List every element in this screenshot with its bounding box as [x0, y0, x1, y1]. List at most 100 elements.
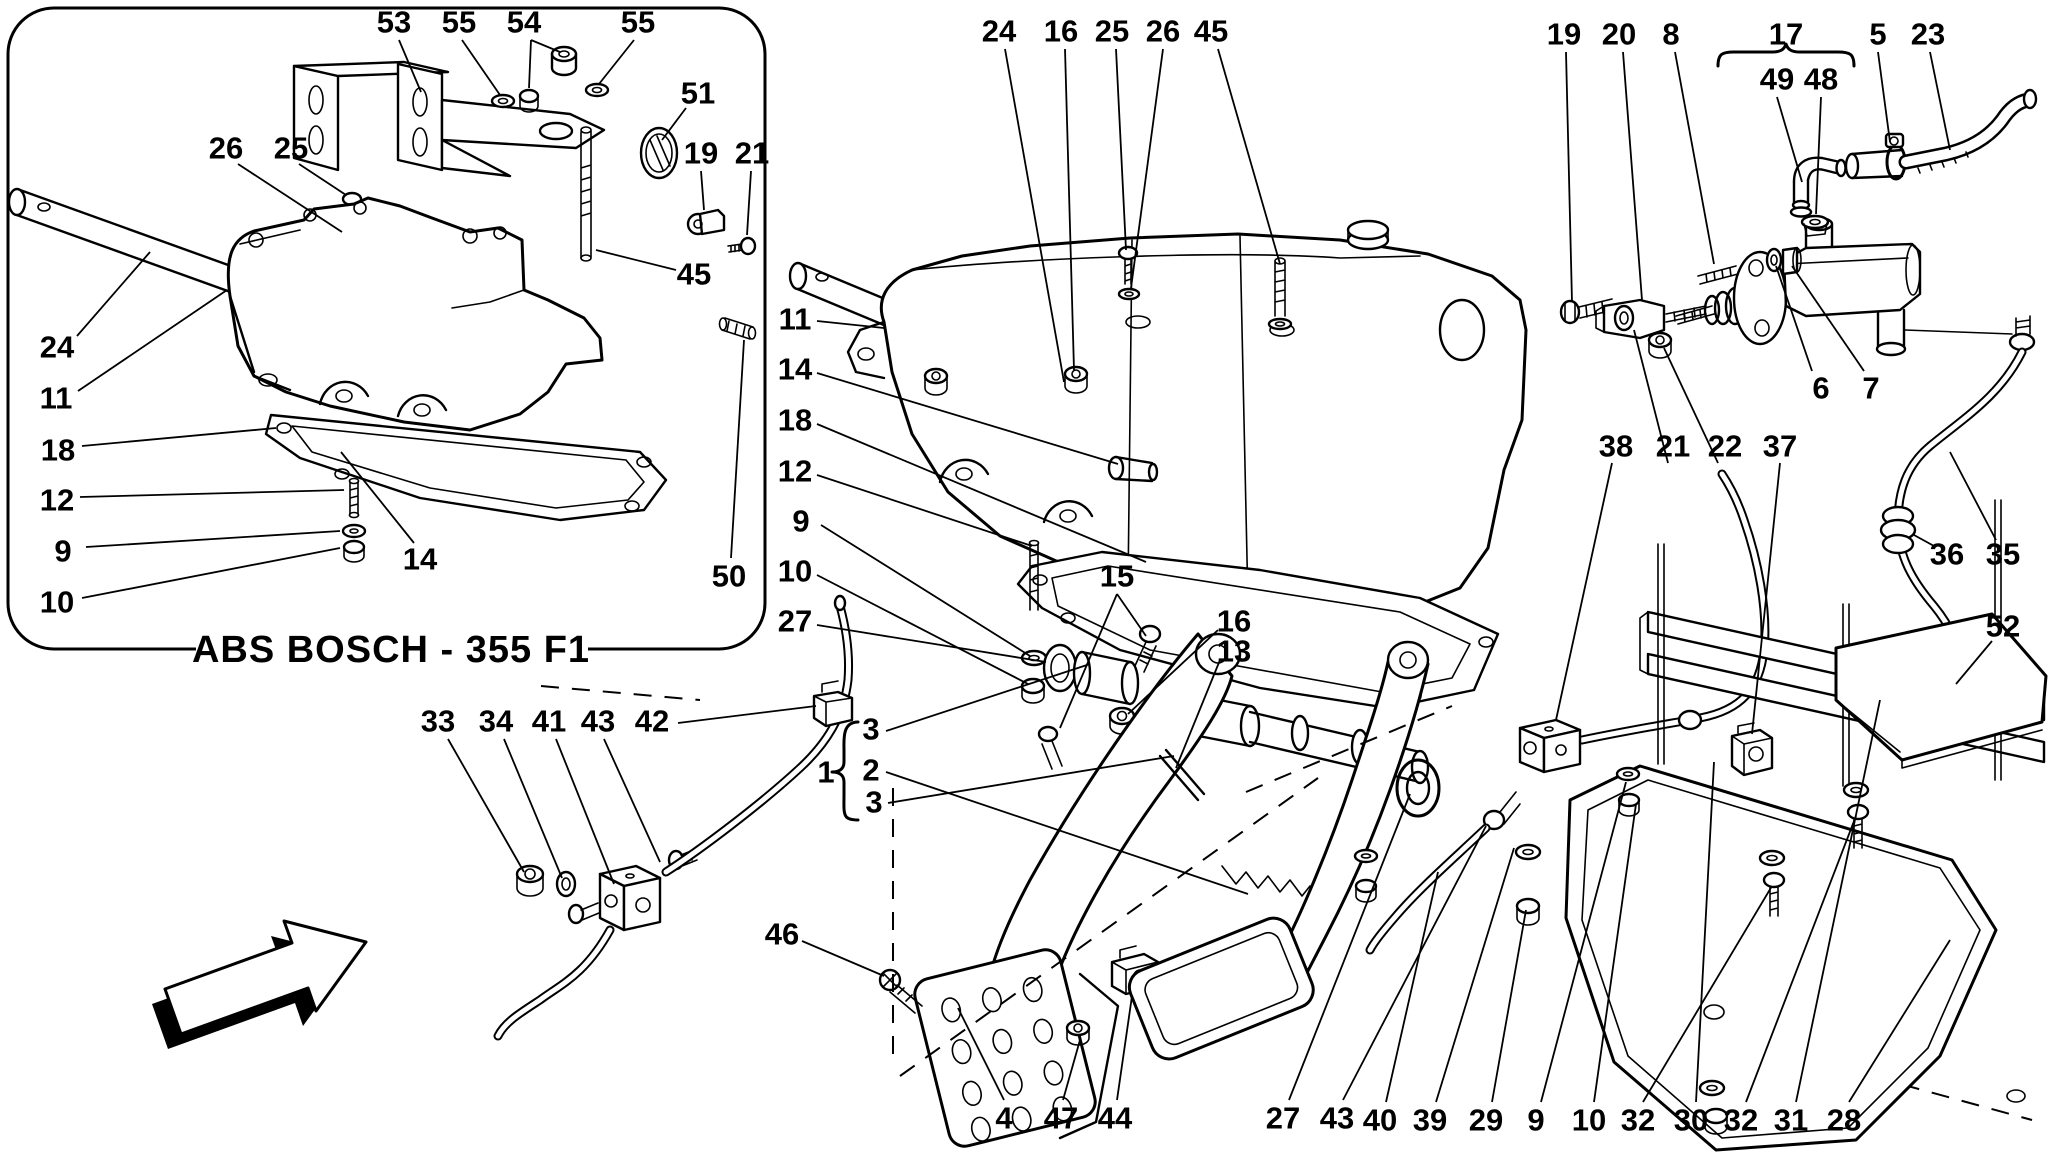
cap-51 [639, 126, 679, 180]
leader-line-38 [1555, 462, 1613, 721]
leader-line-25 [1115, 48, 1127, 251]
callout-51-4: 51 [681, 76, 715, 111]
leader-line-50 [730, 339, 745, 559]
leader-line-4 [957, 1007, 1005, 1101]
callout-32-53: 32 [1621, 1103, 1655, 1138]
leader-line-46 [801, 940, 885, 977]
leader-line-11 [816, 320, 885, 329]
callout-19-58: 19 [1547, 17, 1581, 52]
gearbox-cover-11-left [226, 196, 604, 432]
callout-42-37: 42 [635, 704, 669, 739]
callout-20-59: 20 [1602, 17, 1636, 52]
callout-28-57: 28 [1827, 1103, 1861, 1138]
leader-line-43 [603, 738, 661, 863]
leader-line-43 [1342, 825, 1487, 1101]
callout-43-47: 43 [1320, 1101, 1354, 1136]
callout-38-68: 38 [1599, 429, 1633, 464]
callout-36-72: 36 [1930, 537, 1964, 572]
leader-line-35 [1949, 451, 1997, 541]
leader-line-11 [77, 289, 228, 392]
brace-group-17 [1716, 42, 1856, 68]
callout-53-0: 53 [377, 5, 411, 40]
leader-line-2 [885, 771, 1249, 895]
leader-line-8 [1674, 51, 1715, 265]
callout-24-9: 24 [40, 330, 75, 365]
callout-55-3: 55 [621, 5, 655, 40]
callout-18-11: 18 [41, 433, 75, 468]
leader-line-42 [677, 705, 817, 724]
leader-line-52 [1955, 640, 1993, 685]
brace-group-1 [830, 720, 860, 822]
callout-10-52: 10 [1572, 1103, 1606, 1138]
leader-line-10 [816, 574, 1029, 685]
leader-line-21 [746, 170, 752, 236]
leader-line-16 [1127, 629, 1219, 715]
gearbox-cover-11-middle [846, 219, 1528, 622]
leader-line-34 [503, 738, 563, 879]
callout-43-36: 43 [581, 704, 615, 739]
leader-line-21 [1633, 329, 1669, 464]
leader-line-25 [298, 163, 347, 196]
callout-37-71: 37 [1763, 429, 1797, 464]
callout-9-51: 9 [1527, 1103, 1544, 1138]
ecu-tray-28 [1564, 764, 2026, 1152]
sensor-19-left [686, 208, 726, 236]
master-cylinder [1675, 216, 2013, 357]
junction-block-38-group [1353, 469, 1770, 955]
callout-10-28: 10 [778, 554, 812, 589]
callout-48-63: 48 [1804, 62, 1838, 97]
callout-33-33: 33 [421, 704, 455, 739]
leader-line-32 [1745, 815, 1857, 1103]
callout-18-25: 18 [778, 403, 812, 438]
leader-line-24 [76, 251, 151, 337]
clip-42 [812, 680, 854, 728]
callout-35-73: 35 [1986, 537, 2020, 572]
leader-line-28 [1848, 939, 1951, 1103]
leader-line-20 [1622, 51, 1643, 301]
callout-12-12: 12 [40, 483, 74, 518]
callout-3-40: 3 [862, 712, 879, 747]
leader-line-48 [1815, 96, 1822, 215]
leader-line-13 [1175, 659, 1221, 769]
leader-line-15 [1059, 593, 1118, 729]
leader-line-10 [81, 547, 341, 599]
leader-line-33 [447, 738, 525, 873]
callout-34-34: 34 [479, 704, 514, 739]
callout-25-20: 25 [1095, 14, 1129, 49]
leader-line-30 [1695, 761, 1715, 1103]
callout-16-19: 16 [1044, 14, 1078, 49]
leader-line-54 [528, 39, 532, 89]
callout-39-49: 39 [1413, 1103, 1447, 1138]
leader-line-55 [598, 39, 635, 85]
leader-line-6 [1775, 265, 1813, 372]
screw-25-washer-26-middle [1117, 245, 1141, 301]
leader-line-27 [1288, 793, 1411, 1101]
leader-line-45 [1217, 48, 1281, 265]
leader-line-29 [1491, 909, 1527, 1103]
callout-21-69: 21 [1656, 429, 1690, 464]
callout-14-15: 14 [403, 542, 438, 577]
callout-26-21: 26 [1146, 14, 1180, 49]
nut-16-middle-top [1063, 365, 1089, 394]
leader-line-49 [1776, 96, 1803, 183]
leader-line-41 [555, 738, 615, 885]
leader-line-18 [816, 423, 1147, 563]
plate-52 [1834, 612, 2048, 769]
callout-9-13: 9 [54, 534, 71, 569]
callout-31-56: 31 [1774, 1103, 1808, 1138]
callout-10-14: 10 [40, 585, 74, 620]
abs-bosch-group-box [6, 6, 767, 674]
callout-45-16: 45 [677, 257, 711, 292]
callout-17-61: 17 [1769, 17, 1803, 52]
callout-26-7: 26 [209, 131, 243, 166]
callout-49-62: 49 [1760, 62, 1794, 97]
title-gap [196, 624, 588, 674]
leader-line-9 [1540, 781, 1627, 1103]
leader-line-18 [81, 427, 277, 447]
leader-line-53 [398, 39, 422, 93]
leader-line-55 [461, 39, 501, 96]
leader-line-10 [1593, 803, 1637, 1103]
leader-line-12 [79, 489, 345, 498]
callout-6-66: 6 [1812, 371, 1829, 406]
